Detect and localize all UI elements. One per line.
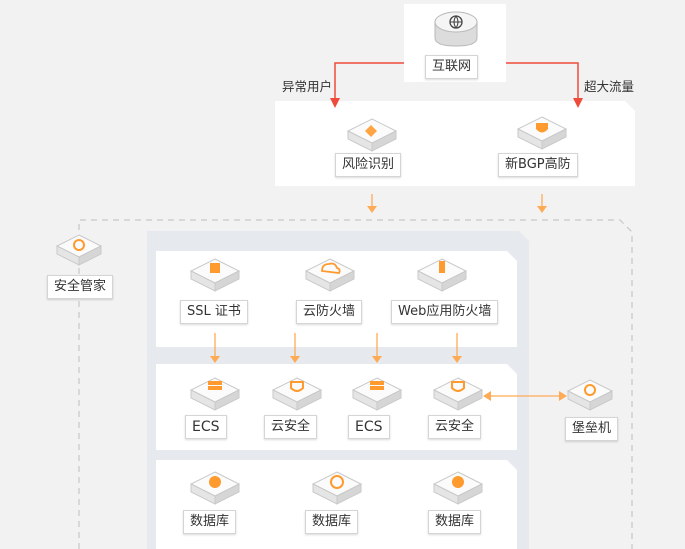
bastion-icon: [567, 379, 613, 411]
arrowhead: [330, 98, 340, 108]
waf-label[interactable]: Web应用防火墙: [391, 300, 499, 324]
ecs1-label[interactable]: ECS: [185, 415, 227, 439]
database-panel: [156, 460, 517, 549]
bastion-label[interactable]: 堡垒机: [565, 417, 619, 441]
database-icon: [312, 471, 362, 505]
server-icon: [190, 377, 240, 411]
bgp-label[interactable]: 新BGP高防: [498, 153, 578, 177]
super-traffic-label: 超大流量: [584, 79, 635, 94]
vpc-boundary: [78, 219, 633, 549]
risk-icon: [347, 118, 397, 152]
risk-label[interactable]: 风险识别: [335, 153, 402, 177]
globe-icon: [434, 11, 478, 47]
edge-super-traffic: [506, 62, 579, 100]
database-icon: [190, 471, 240, 505]
cloudsec2-label[interactable]: 云安全: [428, 415, 482, 439]
db3-label[interactable]: 数据库: [428, 510, 482, 534]
db1-label[interactable]: 数据库: [183, 510, 237, 534]
cloud-security-icon: [272, 377, 322, 411]
abnormal-users-label: 异常用户: [282, 79, 333, 94]
db2-label[interactable]: 数据库: [305, 510, 359, 534]
compute-panel: [156, 364, 517, 450]
cloud-firewall-label[interactable]: 云防火墙: [296, 300, 363, 324]
certificate-icon: [190, 258, 240, 292]
waf-icon: [417, 258, 467, 292]
server-icon: [352, 377, 402, 411]
cloud-security-icon: [433, 377, 483, 411]
cloudsec1-label[interactable]: 云安全: [264, 415, 318, 439]
database-icon: [433, 471, 483, 505]
cloud-firewall-icon: [305, 258, 355, 292]
arrowhead: [573, 98, 583, 108]
shield-icon: [517, 116, 567, 150]
edge-abnormal-users: [334, 62, 404, 100]
security-manager-label[interactable]: 安全管家: [47, 275, 114, 299]
manager-icon: [56, 234, 102, 266]
ecs2-label[interactable]: ECS: [348, 415, 390, 439]
internet-label[interactable]: 互联网: [425, 55, 479, 79]
ssl-label[interactable]: SSL 证书: [180, 300, 248, 324]
